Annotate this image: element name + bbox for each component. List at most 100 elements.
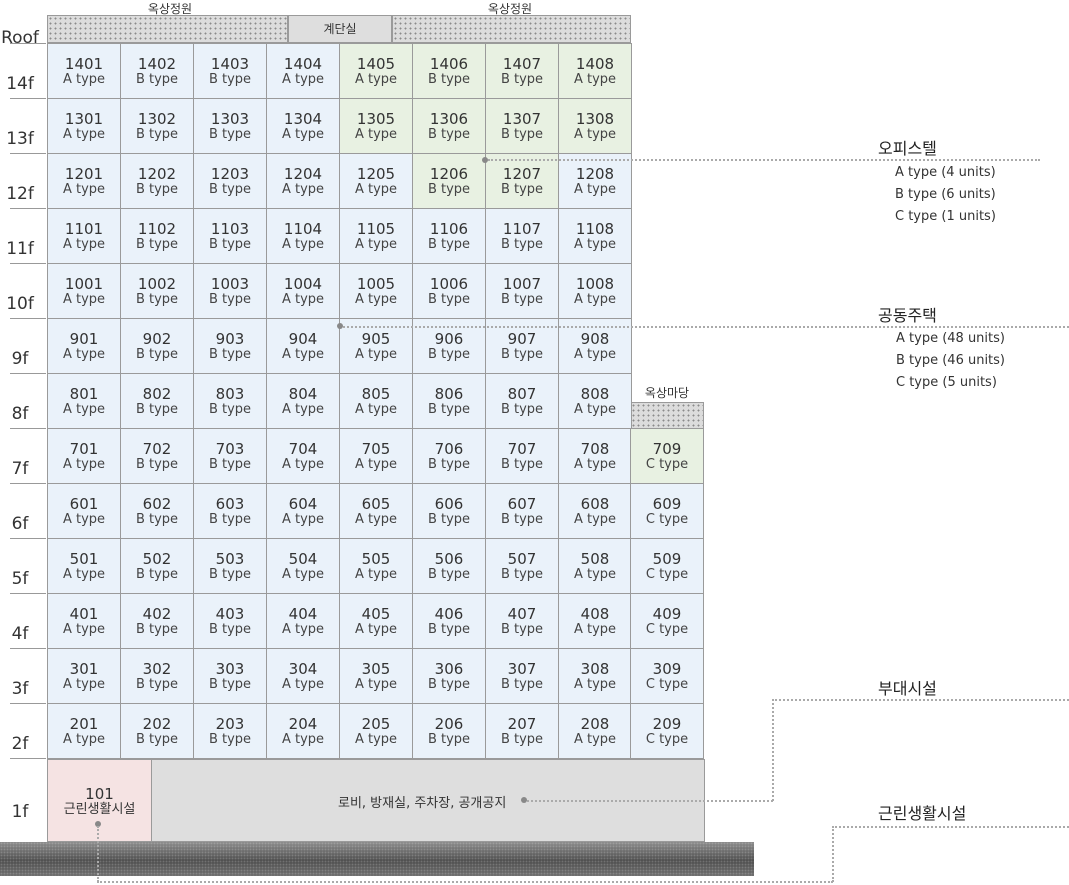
unit-type: B type [135,72,179,87]
stairwell-box: 계단실 [288,15,392,43]
unit-number: 402 [142,605,172,623]
unit-type: C type [645,457,689,472]
unit-type: B type [135,237,179,252]
unit-number: 908 [580,330,610,348]
unit-number: 706 [434,440,464,458]
retail-leader-c [832,826,834,882]
unit-number: 509 [652,550,682,568]
unit-type: A type [354,347,398,362]
unit-type: A type [354,237,398,252]
unit-type: A type [281,512,325,527]
unit-type: B type [500,182,544,197]
housing-leader [343,326,1069,328]
unit-number: 709 [652,440,682,458]
legend-office-item: B type (6 units) [895,187,996,202]
unit-type: A type [573,622,617,637]
unit-number: 1302 [137,110,177,128]
retail-leader-b [97,881,833,883]
unit-number: 1401 [64,55,104,73]
legend-support-title: 부대시설 [878,679,937,698]
floor-label: 8f [11,404,29,424]
unit-number: 303 [215,660,245,678]
unit-type: C type [645,677,689,692]
unit-number: 506 [434,550,464,568]
unit-type: B type [500,512,544,527]
office-pin [482,157,488,163]
floor-label: 10f [6,294,34,314]
unit-type: A type [281,237,325,252]
floor-tick [10,483,46,484]
unit-number: 1404 [283,55,323,73]
unit-type: A type [62,622,106,637]
retail-pin [95,821,101,827]
unit-type: A type [281,182,325,197]
roof-terrace-label: 옥상마당 [644,386,690,400]
unit-number: 803 [215,385,245,403]
unit-type: B type [427,72,471,87]
unit-number: 905 [361,330,391,348]
unit-type: B type [427,677,471,692]
unit-number: 305 [361,660,391,678]
office-leader [488,159,1040,161]
roof-garden-right [392,15,631,43]
retail-leader-a [97,826,99,882]
unit-type: B type [500,292,544,307]
unit-number: 304 [288,660,318,678]
unit-type: A type [573,732,617,747]
unit-type: A type [354,622,398,637]
unit-number: 501 [69,550,99,568]
legend-housing-item: C type (5 units) [896,375,997,390]
unit-number: 408 [580,605,610,623]
unit-number: 1006 [429,275,469,293]
unit-number: 1402 [137,55,177,73]
unit-type: B type [500,402,544,417]
unit-type: A type [281,292,325,307]
roof-garden-right-label: 옥상정원 [487,2,533,16]
unit-type: B type [208,732,252,747]
facilities-pin [521,797,527,803]
unit-number: 403 [215,605,245,623]
unit-number: 708 [580,440,610,458]
unit-type: A type [62,182,106,197]
unit-type: A type [354,182,398,197]
unit-type: B type [427,567,471,582]
unit-type: A type [281,402,325,417]
facilities-label: 로비, 방재실, 주차장, 공개공지 [338,796,507,811]
unit-type: B type [135,677,179,692]
unit-number: 707 [507,440,537,458]
retail-unit: 101 근린생활시설 [47,759,152,842]
unit-number: 1308 [575,110,615,128]
floor-label: 4f [11,624,29,644]
unit-type: B type [500,127,544,142]
unit-number: 309 [652,660,682,678]
unit-number: 308 [580,660,610,678]
unit-type: B type [135,512,179,527]
unit-number: 301 [69,660,99,678]
